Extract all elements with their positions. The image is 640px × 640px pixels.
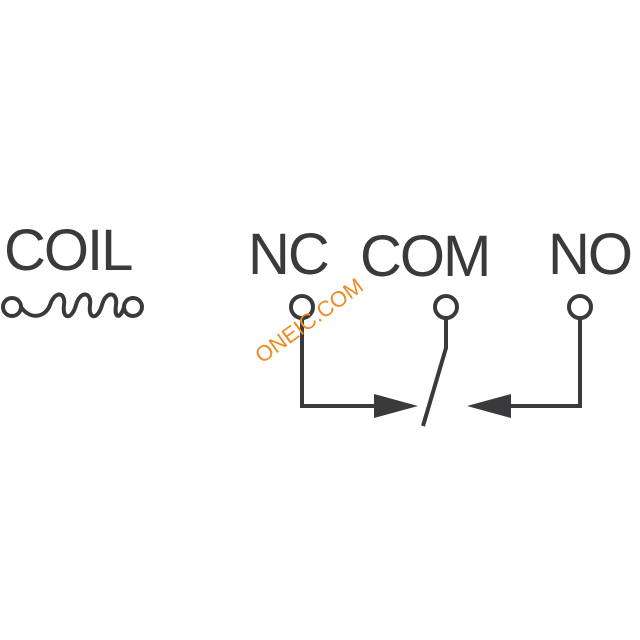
nc-terminal [289,294,315,320]
coil-label: COIL [4,218,132,283]
com-label: COM [360,224,489,289]
coil-terminal-left [1,296,23,318]
no-terminal [567,294,593,320]
no-arrow-icon [467,394,511,418]
nc-wire [300,318,380,408]
nc-arrow-icon [374,394,418,418]
no-wire [505,318,582,408]
nc-label: NC [248,222,328,287]
no-label: NO [548,222,631,287]
coil-winding [19,292,126,319]
com-switch-arm [421,318,448,427]
coil-icon [1,292,144,319]
com-terminal [433,294,459,320]
coil-terminal-right [122,296,144,318]
watermark-text: ONEIC.COM [250,273,368,368]
